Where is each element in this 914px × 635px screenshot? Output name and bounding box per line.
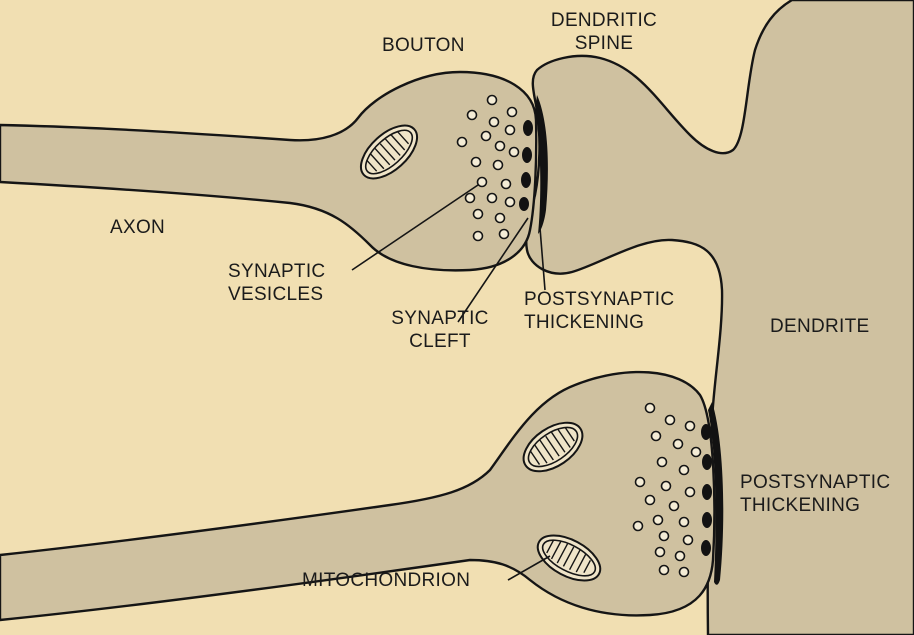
postsynaptic-thickening-upper-line2: THICKENING	[524, 311, 674, 334]
dendritic-spine-label-line1: DENDRITIC	[548, 9, 660, 32]
synaptic-cleft-label-line2: CLEFT	[380, 330, 500, 353]
postsynaptic-thickening-lower-line2: THICKENING	[740, 494, 890, 517]
synaptic-vesicles-label-line2: VESICLES	[228, 283, 325, 306]
synaptic-vesicles-label: SYNAPTIC VESICLES	[228, 260, 325, 306]
bouton-label: BOUTON	[382, 34, 465, 57]
mitochondrion-label: MITOCHONDRION	[302, 569, 470, 592]
postsynaptic-thickening-upper-line1: POSTSYNAPTIC	[524, 288, 674, 311]
dendritic-spine-label-line2: SPINE	[548, 32, 660, 55]
upper-bouton-shape	[0, 72, 536, 270]
synaptic-vesicles-label-line1: SYNAPTIC	[228, 260, 325, 283]
dendrite-label: DENDRITE	[770, 315, 870, 338]
axon-label: AXON	[110, 216, 165, 239]
postsynaptic-thickening-lower-label: POSTSYNAPTIC THICKENING	[740, 471, 890, 517]
postsynaptic-thickening-upper-label: POSTSYNAPTIC THICKENING	[524, 288, 674, 334]
postsynaptic-thickening-lower-line1: POSTSYNAPTIC	[740, 471, 890, 494]
synaptic-cleft-label: SYNAPTIC CLEFT	[380, 307, 500, 353]
dendritic-spine-label: DENDRITIC SPINE	[548, 9, 660, 55]
synaptic-cleft-label-line1: SYNAPTIC	[380, 307, 500, 330]
